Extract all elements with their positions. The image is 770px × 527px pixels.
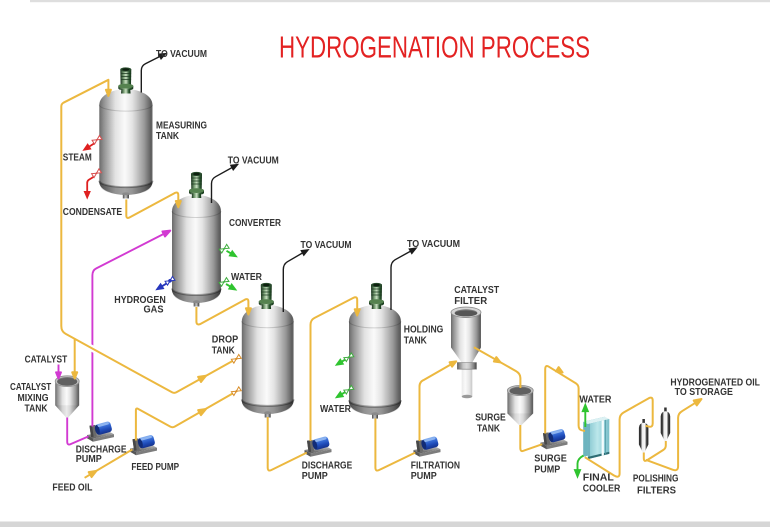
svg-text:TO VACUUM: TO VACUUM [301, 239, 352, 251]
svg-text:CONDENSATE: CONDENSATE [63, 206, 122, 218]
svg-text:COOLER: COOLER [583, 483, 621, 495]
svg-text:SURGE: SURGE [475, 412, 506, 424]
svg-text:WATER: WATER [579, 394, 611, 406]
svg-text:PUMP: PUMP [76, 453, 102, 465]
svg-text:FEED OIL: FEED OIL [52, 481, 92, 493]
svg-text:CATALYST: CATALYST [10, 381, 52, 393]
svg-text:PUMP: PUMP [534, 463, 560, 475]
svg-text:STEAM: STEAM [63, 151, 92, 163]
svg-text:FINAL: FINAL [583, 472, 615, 484]
svg-text:FEED PUMP: FEED PUMP [131, 461, 179, 473]
svg-text:CONVERTER: CONVERTER [229, 217, 281, 229]
svg-text:PUMP: PUMP [302, 470, 328, 482]
svg-text:SURGE: SURGE [534, 453, 567, 465]
svg-text:HYDROGENATED OIL: HYDROGENATED OIL [670, 376, 760, 388]
svg-text:TANK: TANK [404, 335, 427, 347]
svg-text:TANK: TANK [25, 403, 48, 415]
svg-text:FILTERS: FILTERS [637, 485, 676, 497]
svg-text:FILTER: FILTER [454, 295, 487, 307]
svg-text:GAS: GAS [144, 304, 164, 316]
svg-text:TANK: TANK [477, 423, 500, 435]
svg-text:FILTRATION: FILTRATION [411, 459, 460, 471]
svg-text:MIXING: MIXING [18, 392, 49, 404]
svg-text:HYDROGENATION PROCESS: HYDROGENATION PROCESS [279, 30, 590, 65]
svg-text:HOLDING: HOLDING [404, 324, 444, 336]
svg-text:TANK: TANK [156, 130, 179, 142]
svg-text:WATER: WATER [320, 403, 351, 415]
svg-text:TO STORAGE: TO STORAGE [675, 386, 733, 398]
svg-text:HYDROGEN: HYDROGEN [114, 294, 166, 306]
svg-text:DROP: DROP [212, 333, 238, 345]
svg-text:DISCHARGE: DISCHARGE [76, 443, 127, 455]
svg-text:WATER: WATER [231, 271, 262, 283]
svg-text:TO VACUUM: TO VACUUM [156, 48, 207, 60]
svg-text:CATALYST: CATALYST [454, 284, 499, 296]
svg-text:MEASURING: MEASURING [156, 119, 207, 131]
svg-text:TO VACUUM: TO VACUUM [407, 238, 460, 250]
svg-text:TANK: TANK [212, 344, 235, 356]
svg-text:POLISHING: POLISHING [633, 473, 679, 485]
svg-text:TO VACUUM: TO VACUUM [228, 154, 279, 166]
svg-text:PUMP: PUMP [411, 470, 437, 482]
svg-text:DISCHARGE: DISCHARGE [302, 459, 352, 471]
svg-text:CATALYST: CATALYST [25, 354, 68, 366]
